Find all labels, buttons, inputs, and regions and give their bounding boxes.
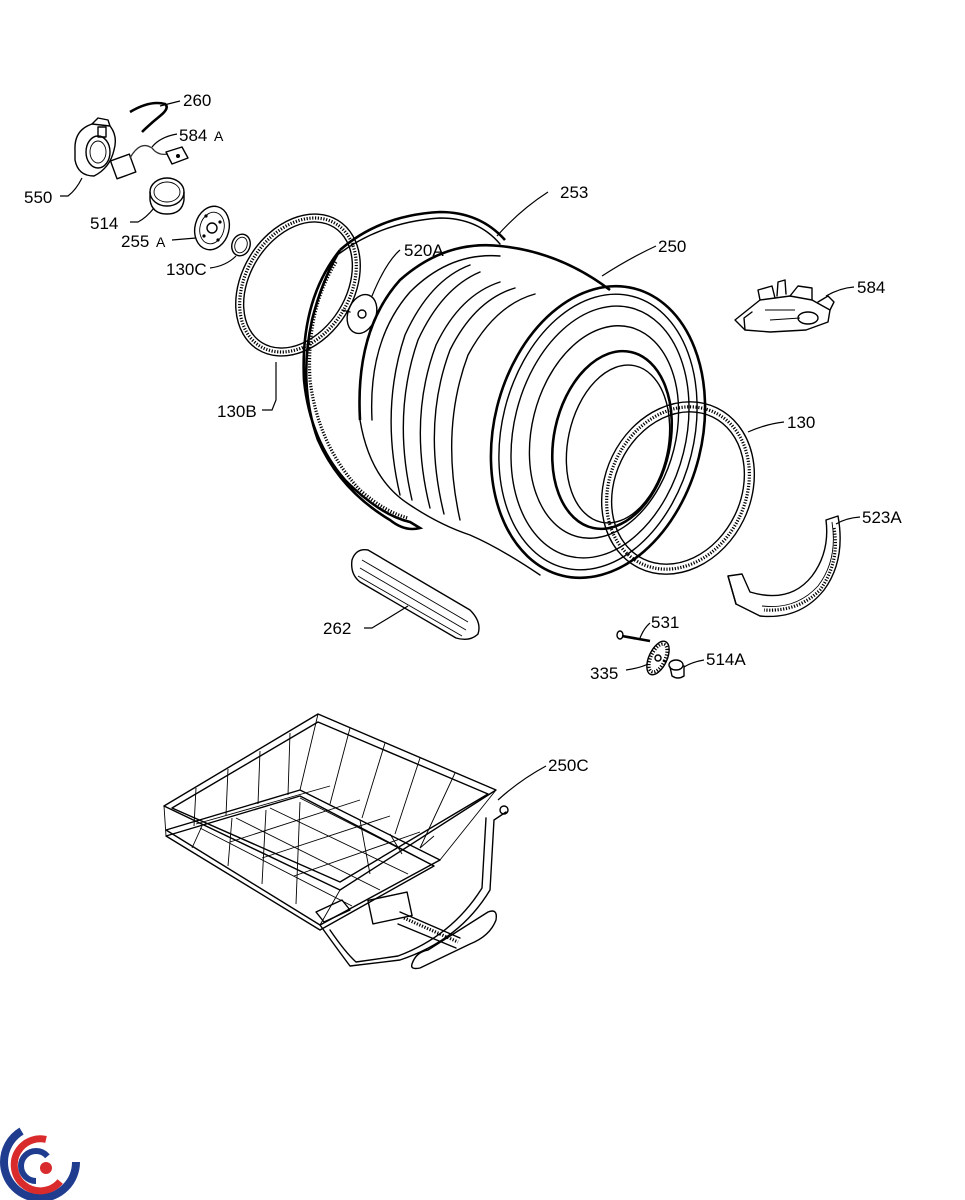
part-531-screw	[616, 622, 651, 643]
part-514A-bushing	[668, 659, 705, 679]
part-250-drum	[358, 243, 707, 580]
part-253-rear-panel	[302, 191, 549, 531]
callout-514A: 514A	[706, 650, 746, 669]
part-260-wire-clip	[129, 100, 181, 133]
callout-584: 584	[857, 278, 885, 297]
part-550-bearing-housing	[60, 117, 117, 197]
callout-531: 531	[651, 613, 679, 632]
callout-335: 335	[590, 664, 618, 683]
part-130B-rear-seal	[235, 213, 361, 411]
part-262-drum-lifter	[350, 549, 480, 641]
callout-255A-number: 255	[121, 232, 149, 251]
callout-523A: 523A	[862, 508, 902, 527]
part-514-bushing	[130, 177, 185, 223]
callout-130B: 130B	[217, 402, 257, 421]
part-584-switch-assembly	[734, 279, 855, 333]
callout-260: 260	[183, 91, 211, 110]
part-584A-sensor	[109, 133, 189, 180]
part-255A-bearing-plate	[171, 205, 231, 251]
callout-253: 253	[560, 183, 588, 202]
part-523A-support-slide	[727, 515, 861, 618]
callout-520A: 520A	[404, 241, 444, 260]
part-130-front-seal	[600, 401, 785, 575]
brand-swirl-logo-icon	[0, 1122, 80, 1200]
callout-584A-number: 584	[179, 126, 207, 145]
part-250C-drying-rack	[163, 713, 547, 970]
part-335-roller	[625, 640, 670, 676]
callout-255A-suffix: A	[156, 234, 166, 250]
callout-130: 130	[787, 413, 815, 432]
callout-584A-suffix: A	[214, 128, 224, 144]
part-130C-retaining-ring	[209, 233, 251, 269]
callout-250C: 250C	[548, 756, 589, 775]
callout-514: 514	[90, 214, 118, 233]
callout-130C: 130C	[166, 260, 207, 279]
callout-250: 250	[658, 237, 686, 256]
callout-550: 550	[24, 188, 52, 207]
callout-262: 262	[323, 619, 351, 638]
